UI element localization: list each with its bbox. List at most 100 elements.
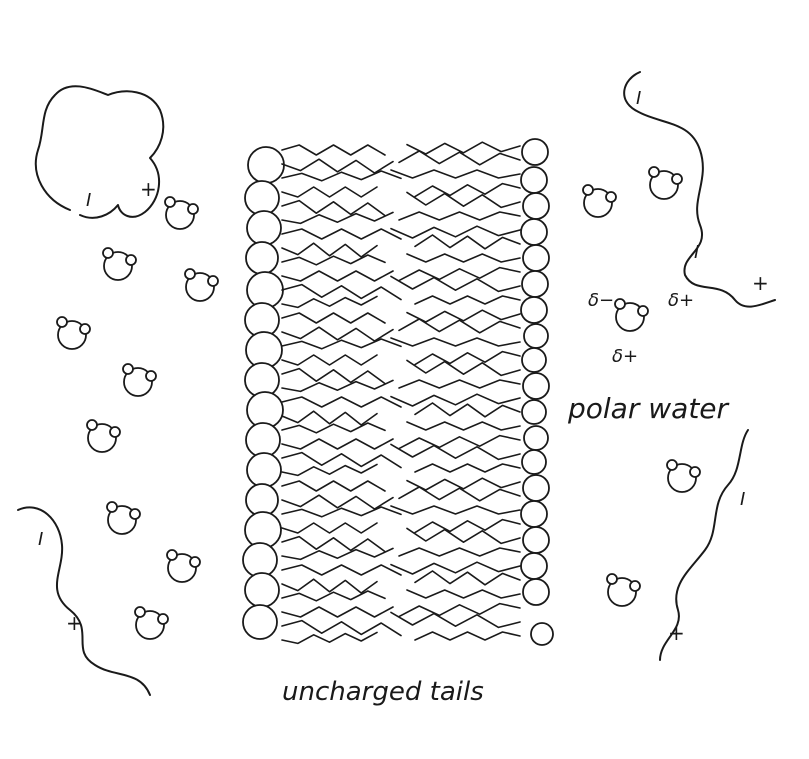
oxygen-atom bbox=[583, 188, 613, 218]
left-head-15 bbox=[244, 572, 280, 608]
charged-surface-top-right bbox=[623, 71, 776, 308]
oxygen-atom bbox=[135, 610, 165, 640]
right-head-16 bbox=[522, 526, 550, 554]
left-tail-16 bbox=[281, 354, 378, 366]
right-tail-9 bbox=[406, 253, 521, 263]
left-head-11 bbox=[246, 452, 282, 488]
left-head-groups bbox=[242, 146, 285, 640]
left-tail-14 bbox=[281, 326, 394, 342]
hydrogen-atom bbox=[637, 305, 649, 317]
right-tail-3 bbox=[390, 169, 521, 179]
left-tail-12 bbox=[281, 295, 378, 309]
right-hydrocarbon-tails bbox=[390, 141, 521, 641]
oxygen-atom bbox=[667, 463, 697, 493]
plus-mark-top-left: + bbox=[140, 177, 157, 201]
water-molecule-9 bbox=[134, 606, 169, 640]
right-tail-14 bbox=[398, 318, 521, 334]
right-tail-12 bbox=[414, 295, 521, 305]
hydrogen-atom bbox=[102, 247, 114, 259]
right-tail-26 bbox=[398, 486, 521, 502]
minus-mark-top-right-2: I bbox=[694, 242, 699, 263]
water-molecule-2 bbox=[184, 268, 219, 302]
water-molecules bbox=[56, 166, 701, 640]
right-tail-10 bbox=[398, 266, 521, 282]
hydrogen-atom bbox=[109, 426, 121, 438]
right-head-7 bbox=[520, 296, 548, 324]
hydrogen-atom bbox=[86, 419, 98, 431]
left-tail-23 bbox=[281, 451, 402, 469]
oxygen-atom bbox=[107, 505, 137, 535]
hydrogen-atom bbox=[184, 268, 196, 280]
left-tail-36 bbox=[281, 631, 378, 645]
left-tail-26 bbox=[281, 494, 394, 510]
left-hydrocarbon-tails bbox=[281, 144, 402, 645]
left-head-16 bbox=[242, 604, 278, 640]
delta-plus-label-right: δ+ bbox=[668, 290, 694, 311]
water-molecule-12 bbox=[614, 298, 649, 332]
right-tail-20 bbox=[414, 402, 521, 418]
left-tail-29 bbox=[281, 535, 386, 553]
right-head-12 bbox=[523, 425, 549, 451]
hydrogen-atom bbox=[187, 203, 199, 215]
hydrogen-atom bbox=[629, 580, 641, 592]
hydrogen-atom bbox=[56, 316, 68, 328]
left-head-3 bbox=[246, 210, 282, 246]
plus-mark-bottom-left: + bbox=[66, 611, 83, 635]
water-molecule-5 bbox=[122, 363, 157, 397]
right-tail-32 bbox=[414, 570, 521, 586]
left-head-4 bbox=[245, 241, 279, 275]
oxygen-atom bbox=[615, 302, 645, 332]
right-head-6 bbox=[521, 270, 549, 298]
water-molecule-6 bbox=[86, 419, 121, 453]
oxygen-atom bbox=[185, 272, 215, 302]
right-tail-35 bbox=[390, 611, 521, 629]
right-head-17 bbox=[520, 552, 548, 580]
left-tail-21 bbox=[281, 422, 386, 434]
left-tail-25 bbox=[281, 480, 386, 492]
polar-water-label: polar water bbox=[567, 392, 730, 425]
left-tail-22 bbox=[281, 438, 394, 450]
left-tail-8 bbox=[281, 242, 378, 258]
hydrogen-atom bbox=[689, 466, 701, 478]
hydrogen-atom bbox=[106, 501, 118, 513]
hydrogen-atom bbox=[666, 459, 678, 471]
right-head-8 bbox=[523, 323, 549, 349]
hydrogen-atom bbox=[605, 191, 617, 203]
water-molecule-8 bbox=[166, 549, 201, 583]
left-tail-17 bbox=[281, 367, 386, 385]
left-tail-1 bbox=[281, 144, 386, 156]
left-tail-3 bbox=[281, 170, 402, 182]
water-molecule-10 bbox=[582, 184, 617, 218]
right-head-15 bbox=[520, 500, 548, 528]
plus-mark-bottom-right: + bbox=[668, 621, 685, 645]
left-tail-5 bbox=[281, 199, 386, 217]
water-molecule-4 bbox=[56, 316, 91, 350]
right-tail-15 bbox=[390, 337, 521, 347]
hydrogen-atom bbox=[671, 173, 683, 185]
left-tail-35 bbox=[281, 619, 402, 637]
left-tail-10 bbox=[281, 270, 394, 282]
right-tail-6 bbox=[398, 211, 521, 221]
left-tail-11 bbox=[281, 283, 402, 301]
oxygen-atom bbox=[165, 200, 195, 230]
hydrogen-atom bbox=[189, 556, 201, 568]
left-head-14 bbox=[242, 542, 278, 578]
left-head-10 bbox=[245, 422, 281, 458]
right-tail-16 bbox=[414, 350, 521, 366]
right-head-11 bbox=[521, 399, 547, 425]
right-tail-7 bbox=[390, 225, 521, 239]
right-tail-34 bbox=[398, 602, 521, 618]
left-tail-20 bbox=[281, 410, 378, 426]
left-tail-30 bbox=[281, 547, 394, 561]
water-molecule-11 bbox=[648, 166, 683, 200]
right-tail-8 bbox=[414, 234, 521, 250]
oxygen-atom bbox=[607, 577, 637, 607]
left-tail-7 bbox=[281, 228, 402, 240]
right-tail-24 bbox=[414, 463, 521, 473]
oxygen-atom bbox=[87, 423, 117, 453]
left-head-1 bbox=[247, 146, 285, 184]
right-tail-23 bbox=[390, 443, 521, 461]
left-tail-2 bbox=[281, 158, 394, 174]
hydrogen-atom bbox=[582, 184, 594, 196]
